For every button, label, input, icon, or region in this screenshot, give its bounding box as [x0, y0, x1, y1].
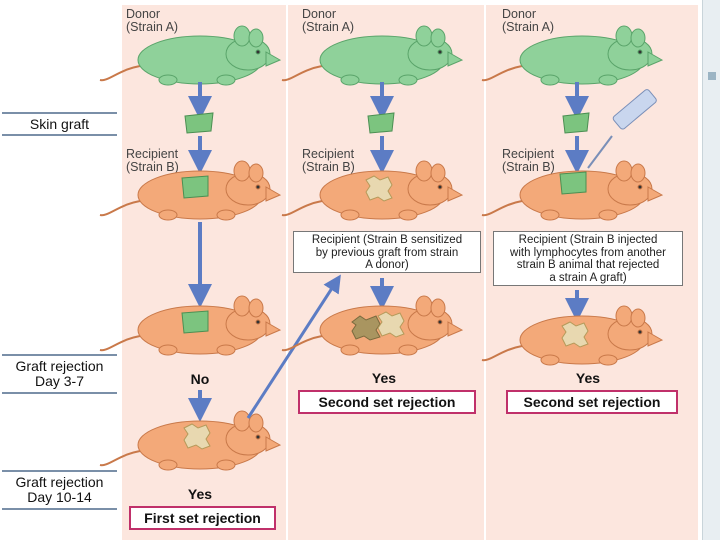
- donor-mouse-col1: [99, 25, 281, 86]
- answer-no-col1: No: [190, 371, 210, 387]
- result-second-set-rejection-col3: Second set rejection: [506, 390, 678, 414]
- graft-on-recipient-col1: [181, 175, 209, 199]
- row-label-rejection-day-10-14: Graft rejection Day 10-14: [2, 470, 117, 510]
- recipient-label-col2: Recipient(Strain B): [302, 147, 355, 174]
- donor-mouse-col2: [281, 25, 463, 86]
- old-rejected-graft-col2: [365, 175, 393, 202]
- result-second-set-rejection-col2: Second set rejection: [298, 390, 476, 414]
- row-label-line2: Day 10-14: [27, 489, 92, 505]
- row-label-text: Skin graft: [29, 116, 90, 132]
- arrow-diagonal-icon: [246, 274, 341, 419]
- recipient-label-col3: Recipient(Strain B): [502, 147, 555, 174]
- right-scrollbar[interactable]: [702, 0, 720, 540]
- skin-graft-piece-col2: [367, 112, 395, 134]
- answer-yes-col3: Yes: [575, 370, 601, 386]
- graft-on-recipient-col3: [559, 171, 587, 195]
- rejected-graft-col2: [351, 315, 381, 341]
- skin-graft-piece-col1: [184, 112, 214, 134]
- skin-graft-piece-col3: [562, 112, 590, 134]
- row-label-line1: Graft rejection: [15, 358, 104, 374]
- intact-graft-col1: [181, 310, 209, 334]
- answer-yes-col2: Yes: [371, 370, 397, 386]
- recipient-label-col1: Recipient(Strain B): [126, 147, 179, 174]
- rejected-graft-col3: [561, 321, 589, 348]
- row-label-rejection-day-3-7: Graft rejection Day 3-7: [2, 354, 117, 394]
- row-label-skin-graft: Skin graft: [2, 112, 117, 136]
- diagram-graphics: [99, 25, 663, 471]
- donor-label-col1: Donor(Strain A): [126, 7, 179, 34]
- donor-mouse-col3: [481, 25, 663, 86]
- scroll-thumb[interactable]: [708, 72, 716, 80]
- donor-label-col3: Donor(Strain A): [502, 7, 555, 34]
- donor-label-col2: Donor(Strain A): [302, 7, 355, 34]
- rejected-graft-col1: [183, 423, 211, 450]
- syringe-icon: [587, 89, 657, 169]
- result-first-set-rejection: First set rejection: [129, 506, 276, 530]
- second-rejected-graft-col2: [377, 311, 405, 338]
- row-label-line2: Day 3-7: [34, 373, 85, 389]
- row-label-line1: Graft rejection: [15, 474, 104, 490]
- answer-yes-col1: Yes: [187, 486, 213, 502]
